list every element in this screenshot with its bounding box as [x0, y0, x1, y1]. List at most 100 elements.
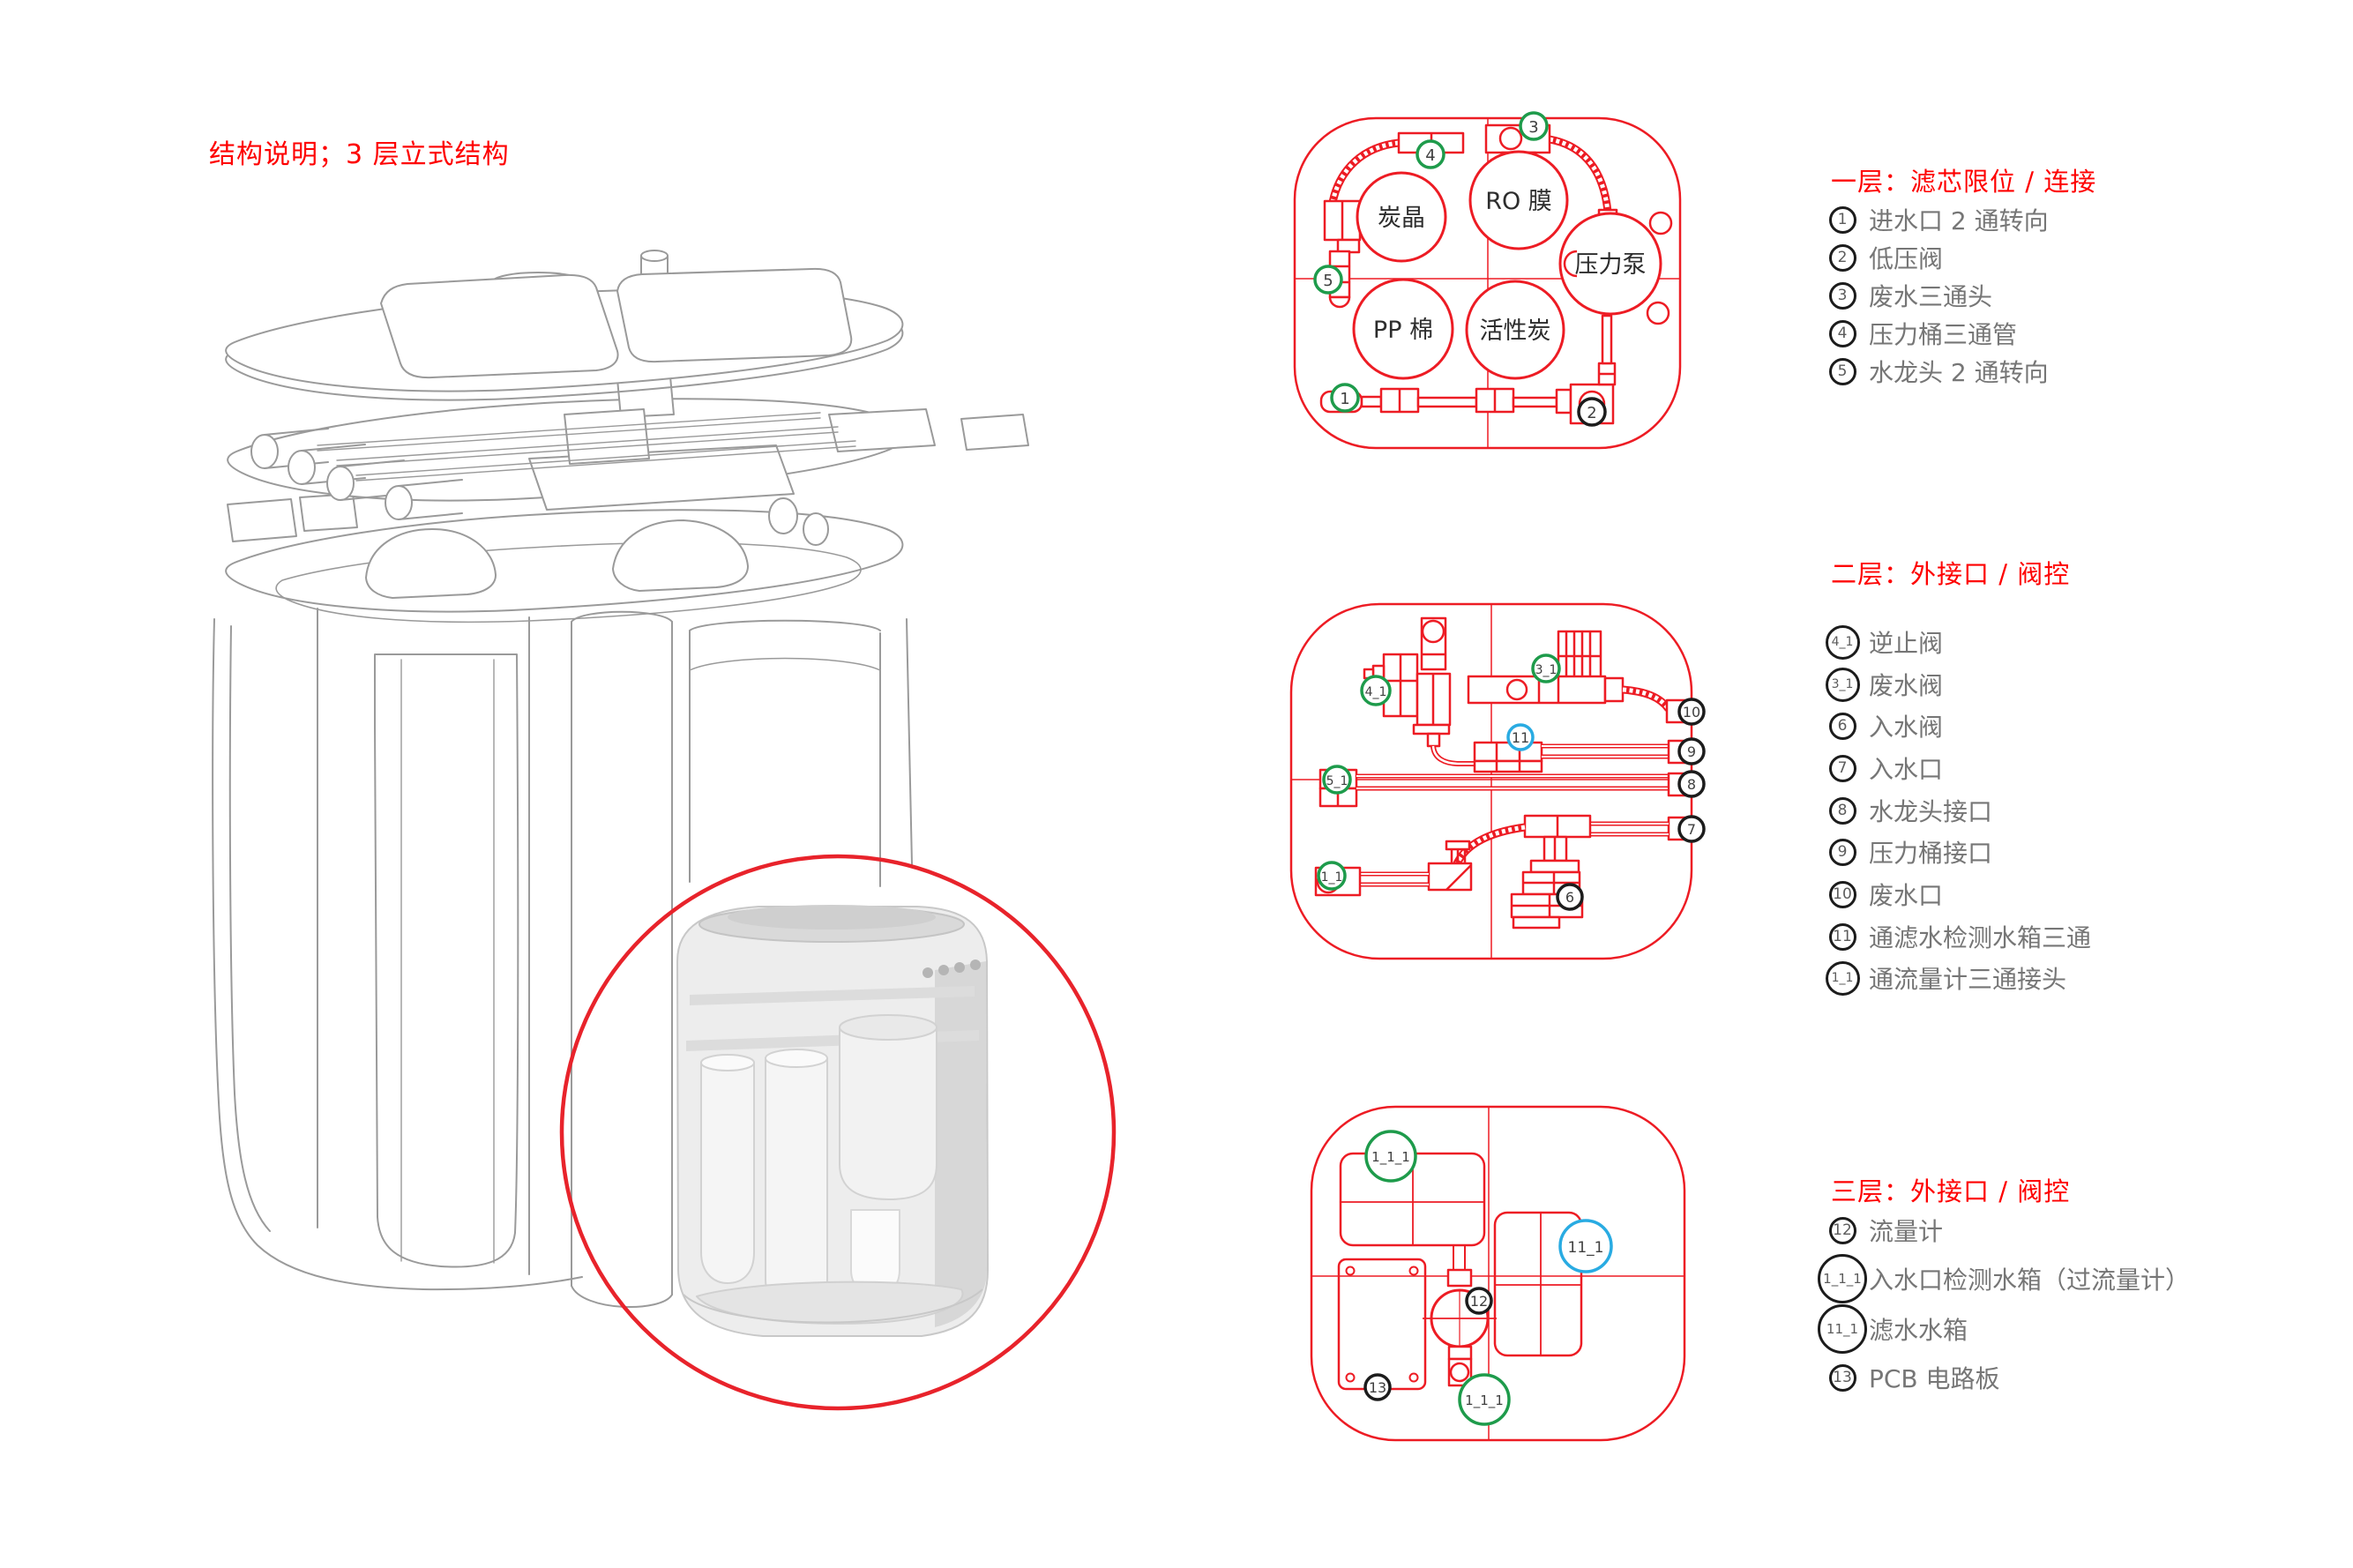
item-badge: 8	[1828, 796, 1856, 825]
legend-item: 4_1 逆止阀	[1816, 617, 1943, 667]
svg-text:13: 13	[1369, 1379, 1386, 1396]
marker-13: 13	[1363, 1373, 1392, 1401]
legend-item: 3_1 废水阀	[1816, 660, 1943, 709]
pipe-fittings	[250, 428, 463, 520]
item-badge: 6	[1828, 712, 1856, 740]
label-pressure-pump: 压力泵	[1575, 251, 1647, 279]
item-label: 滤水水箱	[1869, 1316, 1968, 1345]
item-label: 进水口 2 通转向	[1869, 206, 2049, 235]
item-label: PCB 电路板	[1869, 1364, 2000, 1393]
svg-text:1: 1	[1340, 390, 1349, 408]
svg-text:9: 9	[1687, 743, 1696, 760]
marker-7: 7	[1677, 815, 1706, 843]
item-label: 通滤水检测水箱三通	[1869, 923, 2092, 952]
marker-1: 1	[1330, 383, 1360, 413]
item-label: 入水口检测水箱（过流量计）	[1869, 1266, 2191, 1295]
label-activated-carbon: 活性炭	[1480, 317, 1551, 345]
item-label: 低压阀	[1869, 244, 1944, 273]
svg-text:1_1_1: 1_1_1	[1465, 1393, 1504, 1409]
marker-3_1: 3_1	[1531, 653, 1561, 683]
layer3-markers: 1_1_1 11_1 12 13 1_1_1	[1363, 1130, 1613, 1426]
svg-text:4: 4	[1425, 146, 1435, 165]
legend2-title: 二层：外接口 / 阀控	[1831, 559, 2071, 589]
marker-11: 11	[1506, 723, 1535, 751]
item-badge: 4_1	[1825, 624, 1860, 660]
svg-text:6: 6	[1565, 889, 1574, 906]
tank-body	[212, 608, 913, 1308]
svg-text:8: 8	[1687, 776, 1696, 793]
legend-item: 13 PCB 电路板	[1816, 1353, 2000, 1402]
item-badge: 7	[1828, 754, 1856, 782]
svg-text:3: 3	[1528, 118, 1538, 137]
marker-12: 12	[1465, 1287, 1493, 1315]
item-badge: 3_1	[1825, 667, 1860, 702]
legend-item: 3 废水三通头	[1816, 271, 1992, 320]
item-label: 废水阀	[1869, 671, 1944, 700]
item-badge: 2	[1828, 243, 1856, 272]
item-label: 入水阀	[1869, 713, 1944, 742]
marker-4_1: 4_1	[1360, 675, 1392, 706]
item-badge: 13	[1828, 1363, 1856, 1392]
page-title: 结构说明；3 层立式结构	[209, 139, 510, 170]
legend-item: 1_1 通流量计三通接头	[1816, 953, 2066, 1003]
layer1-markers: 1 2 3 4 5	[1313, 111, 1607, 427]
svg-text:5_1: 5_1	[1326, 774, 1348, 788]
item-badge: 1_1_1	[1818, 1254, 1867, 1303]
marker-3: 3	[1519, 111, 1549, 141]
marker-1_1_1-bottom: 1_1_1	[1458, 1373, 1511, 1426]
schematic-layer1: 炭晶 RO 膜 压力泵 PP 棉 活性炭 1 2 3 4 5	[1293, 111, 1682, 450]
item-label: 压力桶三通管	[1869, 320, 2018, 349]
svg-text:11: 11	[1512, 729, 1529, 746]
item-label: 压力桶接口	[1869, 839, 1993, 868]
item-label: 入水口	[1869, 755, 1944, 784]
schematic-layer3: 1_1_1 11_1 12 13 1_1_1	[1310, 1105, 1686, 1442]
item-badge: 9	[1828, 838, 1856, 866]
item-badge: 4	[1828, 319, 1856, 347]
legend-layer1: 一层：滤芯限位 / 连接 1 进水口 2 通转向 2 低压阀 3 废水三通头 4 压力桶…	[1816, 150, 2310, 406]
marker-5: 5	[1313, 265, 1343, 295]
legend-item: 6 入水阀	[1816, 701, 1943, 750]
item-label: 水龙头 2 通转向	[1869, 358, 2049, 387]
svg-text:12: 12	[1470, 1293, 1488, 1310]
item-badge: 1	[1828, 205, 1856, 234]
marker-10: 10	[1677, 698, 1706, 726]
layer1-component-labels: 炭晶 RO 膜 压力泵 PP 棉 活性炭	[1373, 188, 1647, 345]
marker-2: 2	[1577, 397, 1607, 427]
item-badge: 1_1	[1825, 960, 1860, 996]
item-label: 逆止阀	[1869, 629, 1944, 658]
svg-text:5: 5	[1323, 272, 1333, 290]
item-badge: 11_1	[1818, 1304, 1867, 1354]
label-carbon-crystal: 炭晶	[1378, 205, 1425, 232]
legend-item: 5 水龙头 2 通转向	[1816, 347, 2049, 396]
exploded-line-drawing	[212, 250, 1029, 1308]
legend1-title: 一层：滤芯限位 / 连接	[1831, 167, 2097, 197]
item-badge: 3	[1828, 281, 1856, 310]
marker-1_1_1-top: 1_1_1	[1364, 1130, 1417, 1183]
marker-5_1: 5_1	[1322, 765, 1352, 795]
item-badge: 5	[1828, 357, 1856, 385]
schematic-layer2: 4_1 3_1 10 11 9 5_1 8 7 1_1 6	[1289, 602, 1706, 960]
item-badge: 12	[1828, 1216, 1856, 1244]
marker-6: 6	[1556, 883, 1584, 911]
inset-circle	[559, 854, 1117, 1411]
item-label: 废水口	[1869, 881, 1944, 910]
top-plate-layer	[225, 250, 904, 401]
svg-text:4_1: 4_1	[1365, 685, 1387, 699]
marker-4: 4	[1416, 139, 1445, 169]
legend3-title: 三层：外接口 / 阀控	[1831, 1176, 2071, 1206]
legend-item: 9 压力桶接口	[1816, 827, 1992, 877]
collar-layer	[225, 410, 904, 623]
svg-text:10: 10	[1683, 704, 1700, 721]
legend-item: 1 进水口 2 通转向	[1816, 195, 2049, 244]
item-label: 废水三通头	[1869, 282, 1993, 311]
legend-item: 2 低压阀	[1816, 233, 1943, 282]
item-label: 通流量计三通接头	[1869, 965, 2067, 994]
legend-item: 7 入水口	[1816, 743, 1943, 793]
